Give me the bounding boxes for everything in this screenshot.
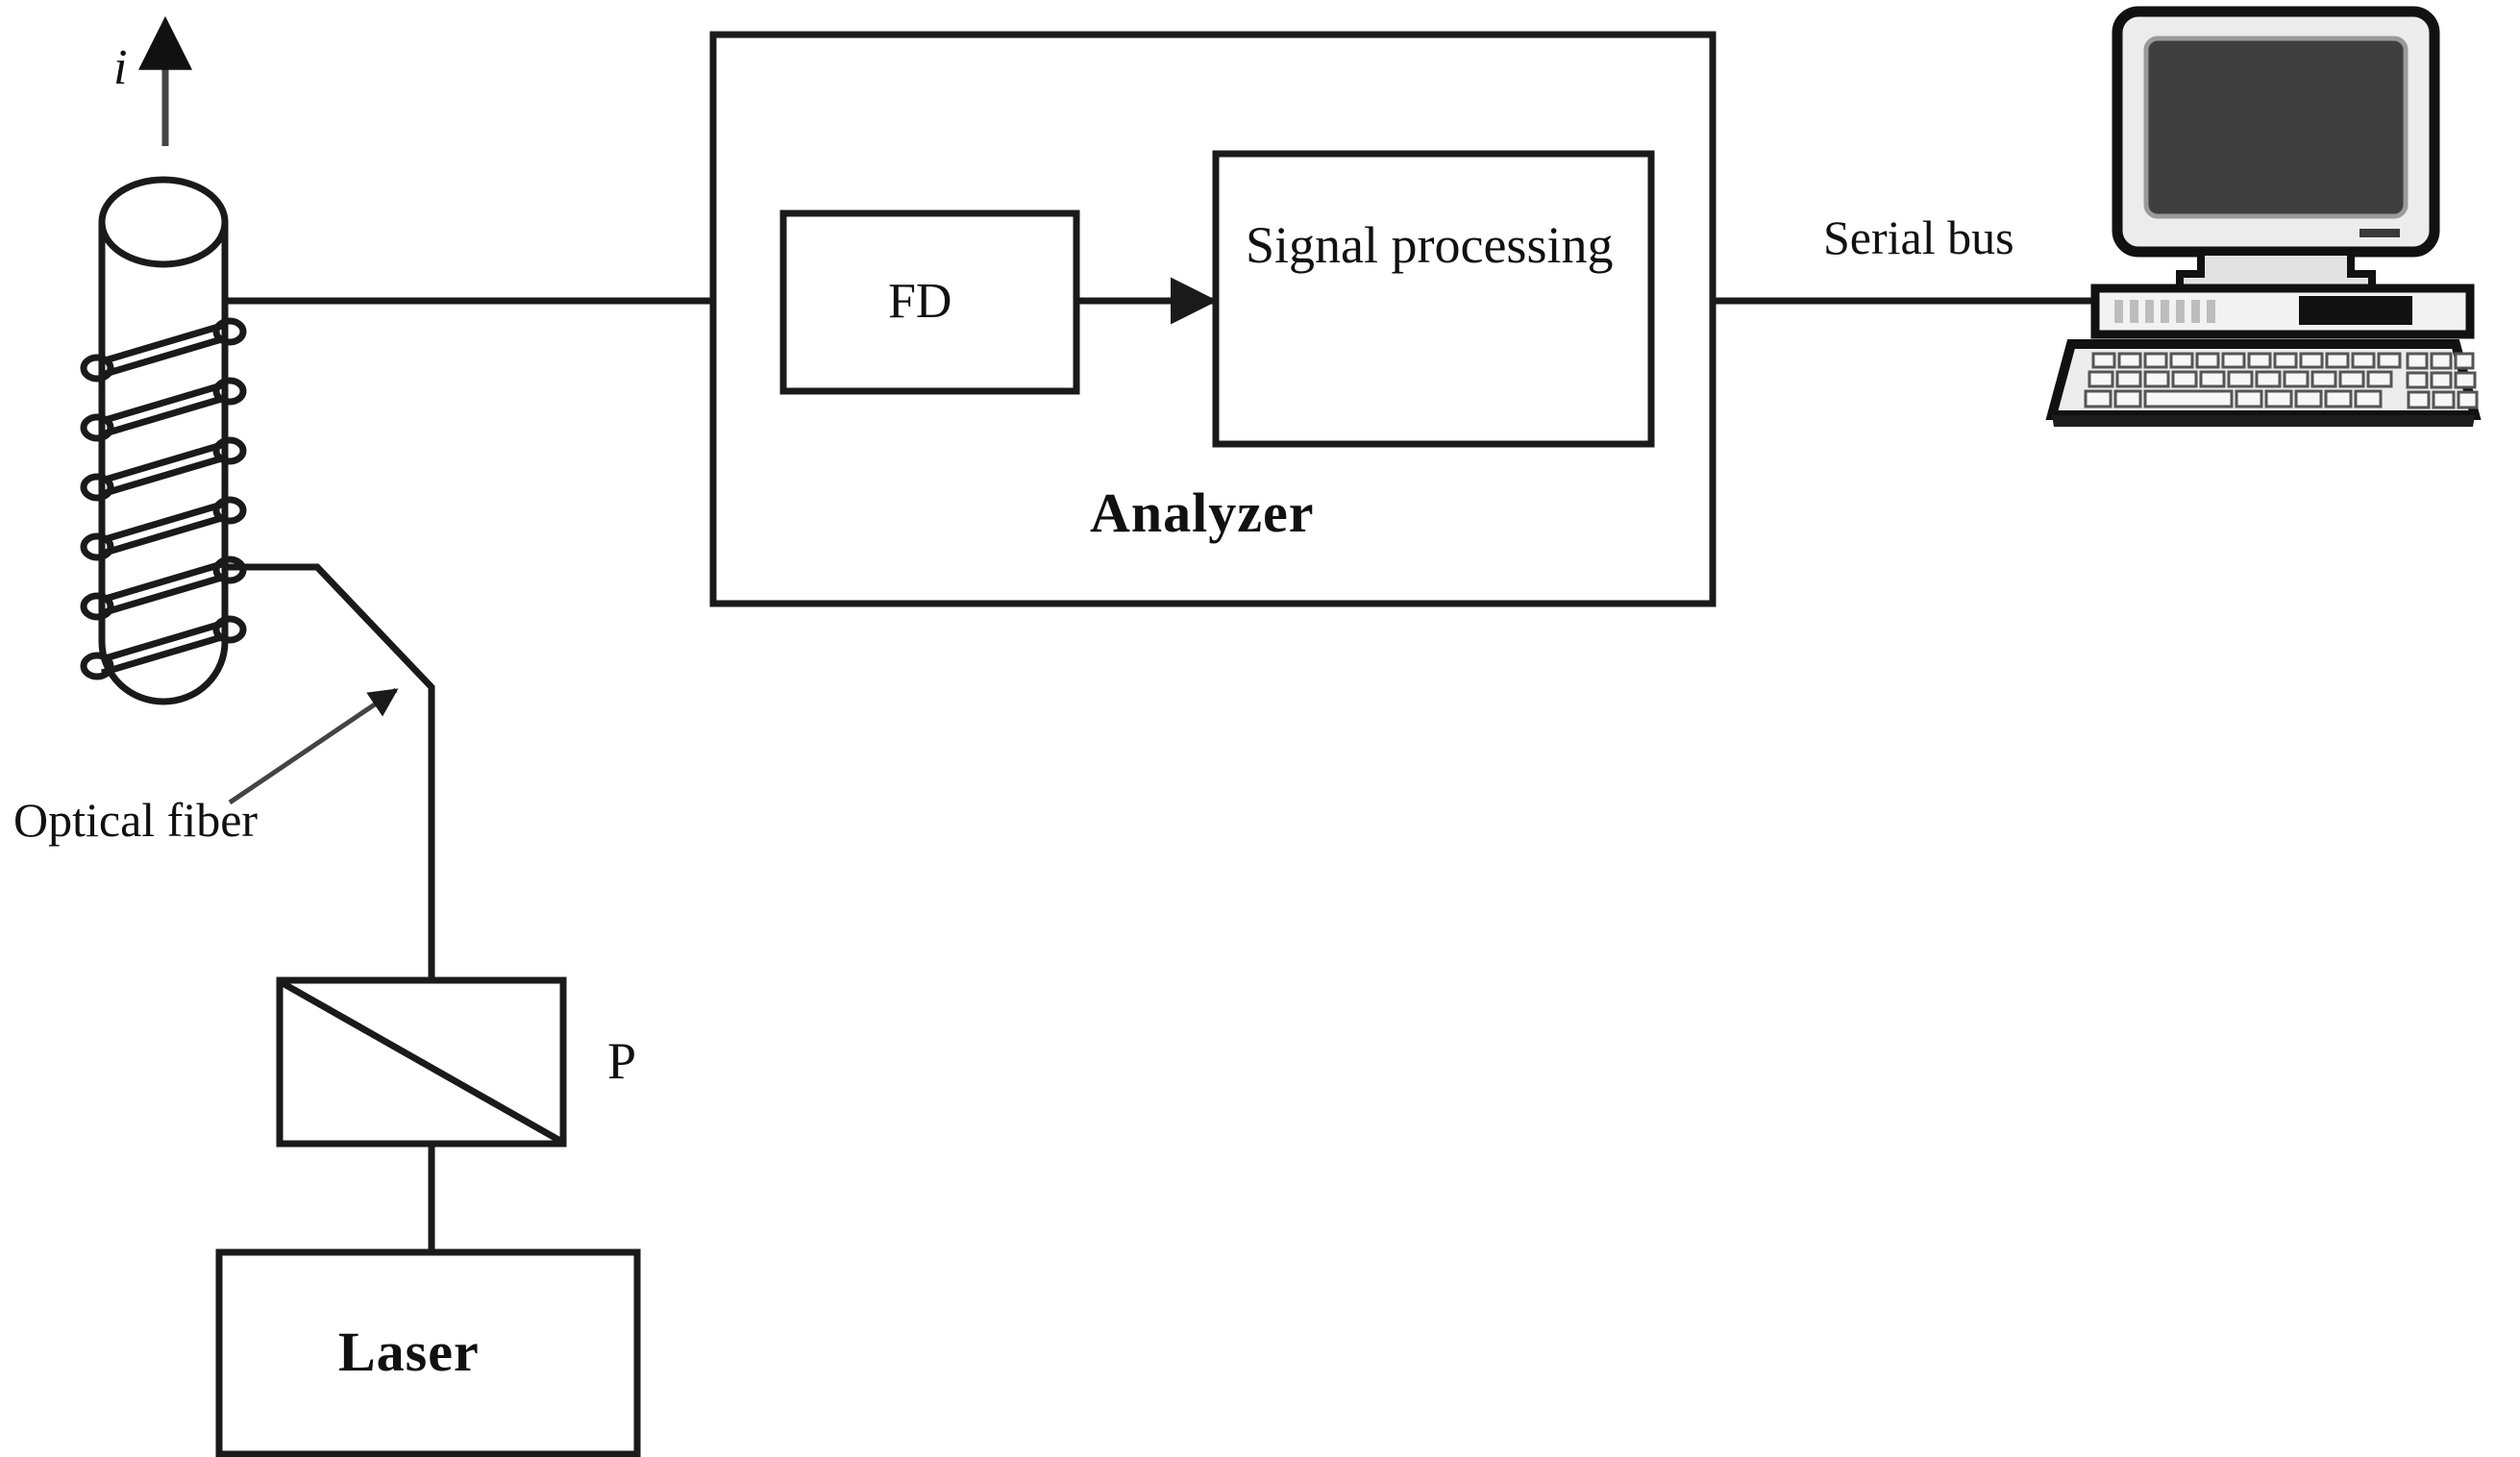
polarizer-label: P xyxy=(607,1032,637,1090)
signal-processing-label: Signal processing xyxy=(1246,216,1614,274)
fiber-coil-icon xyxy=(80,317,247,680)
conductor-cylinder xyxy=(98,176,229,705)
laser-box xyxy=(215,1248,641,1457)
polarizer-box-icon xyxy=(276,976,567,1148)
current-label: i xyxy=(113,40,128,95)
optical-fiber-label: Optical fiber xyxy=(13,793,259,847)
optical-fiber-path xyxy=(225,563,435,980)
serial-bus-label: Serial bus xyxy=(1823,210,2014,264)
analyzer-box xyxy=(709,31,1717,607)
optical-fiber-leader-arrow-icon xyxy=(228,687,399,805)
signal-processing-box xyxy=(1212,150,1655,448)
fd-label: FD xyxy=(888,274,952,329)
desktop-computer-icon xyxy=(2045,6,2482,427)
laser-label: Laser xyxy=(338,1321,480,1383)
analyzer-label: Analyzer xyxy=(1090,482,1315,544)
